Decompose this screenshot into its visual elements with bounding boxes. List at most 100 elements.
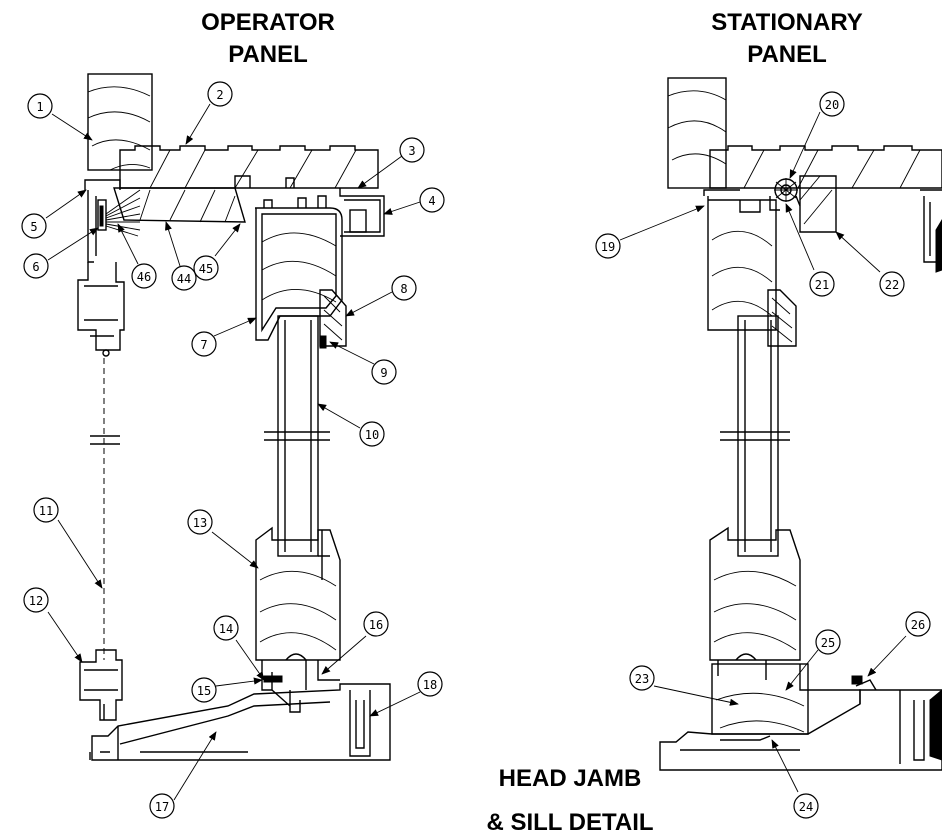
callout-circle [149, 793, 175, 819]
callout-16: 16 [363, 611, 389, 637]
callout-2: 2 [207, 81, 233, 107]
callout-22: 22 [879, 271, 905, 297]
callout-15: 15 [191, 677, 217, 703]
leader-lines [45, 103, 907, 801]
callout-1: 1 [27, 93, 53, 119]
callout-number: 2 [216, 88, 223, 102]
callout-21: 21 [809, 271, 835, 297]
callout-number: 18 [423, 678, 437, 692]
callout-circle [191, 331, 217, 357]
callout-circle [27, 93, 53, 119]
callout-45: 45 [193, 255, 219, 281]
callout-circle [193, 255, 219, 281]
callout-12: 12 [23, 587, 49, 613]
callout-number: 6 [32, 260, 39, 274]
callout-26: 26 [905, 611, 931, 637]
screen-frame-lower [79, 649, 123, 721]
stationary-title-line2: PANEL [747, 41, 827, 68]
callout-circle [207, 81, 233, 107]
callout-number: 46 [137, 270, 151, 284]
callout-number: 16 [369, 618, 383, 632]
callout-number: 45 [199, 262, 213, 276]
callout-circle [363, 611, 389, 637]
callout-5: 5 [21, 213, 47, 239]
callout-circle [809, 271, 835, 297]
callout-number: 12 [29, 594, 43, 608]
callout-number: 9 [380, 366, 387, 380]
callout-6: 6 [23, 253, 49, 279]
callout-number: 14 [219, 622, 233, 636]
detail-title-line1: HEAD JAMB [499, 765, 642, 792]
callout-circle [815, 629, 841, 655]
callout-46: 46 [131, 263, 157, 289]
head-clad-profile [234, 175, 385, 237]
callout-17: 17 [149, 793, 175, 819]
callout-number: 8 [400, 282, 407, 296]
callout-number: 11 [39, 504, 53, 518]
callout-9: 9 [371, 359, 397, 385]
stationary-glass [720, 315, 790, 557]
callout-number: 7 [200, 338, 207, 352]
callout-circle [131, 263, 157, 289]
head-block-stationary [799, 175, 837, 233]
operator-panel-section [77, 73, 391, 761]
callout-18: 18 [417, 671, 443, 697]
stationary-sill [659, 675, 942, 771]
callout-10: 10 [359, 421, 385, 447]
detail-title-line2: & SILL DETAIL [486, 809, 653, 836]
callout-number: 19 [601, 240, 615, 254]
callout-circle [819, 91, 845, 117]
operator-title-line1: OPERATOR [201, 9, 335, 36]
callout-circle [793, 793, 819, 819]
callout-circle [629, 665, 655, 691]
callout-13: 13 [187, 509, 213, 535]
screen-break-marks [90, 435, 120, 445]
callout-23: 23 [629, 665, 655, 691]
callout-number: 23 [635, 672, 649, 686]
callout-4: 4 [419, 187, 445, 213]
glazing-stop-stationary-upper [767, 289, 797, 347]
wall-stud-stationary [667, 77, 727, 189]
callout-circle [171, 265, 197, 291]
callout-circle [399, 137, 425, 163]
callout-number: 26 [911, 618, 925, 632]
callout-circle [371, 359, 397, 385]
callout-24: 24 [793, 793, 819, 819]
callout-number: 13 [193, 516, 207, 530]
callout-25: 25 [815, 629, 841, 655]
callout-19: 19 [595, 233, 621, 259]
operator-sill [89, 683, 391, 761]
callout-number: 24 [799, 800, 813, 814]
sash-top-rail [255, 195, 343, 341]
exterior-clad-head [84, 179, 141, 263]
callout-number: 1 [36, 100, 43, 114]
sash-bottom-rail [255, 526, 341, 661]
callout-number: 25 [821, 636, 835, 650]
callout-number: 15 [197, 684, 211, 698]
callout-circle [391, 275, 417, 301]
callout-number: 21 [815, 278, 829, 292]
callout-44: 44 [171, 265, 197, 291]
callout-number: 17 [155, 800, 169, 814]
insulated-glass-unit [264, 315, 330, 557]
callout-number: 10 [365, 428, 379, 442]
callout-14: 14 [213, 615, 239, 641]
callout-circle [879, 271, 905, 297]
stationary-panel-section [659, 77, 942, 771]
callout-3: 3 [399, 137, 425, 163]
callout-circle [33, 497, 59, 523]
callout-circle [187, 509, 213, 535]
glazing-stop-upper [319, 289, 347, 349]
callout-circle [419, 187, 445, 213]
head-clad-stationary [703, 189, 777, 331]
callout-20: 20 [819, 91, 845, 117]
callout-circle [213, 615, 239, 641]
stationary-sill-block [711, 663, 861, 735]
stationary-title-line1: STATIONARY [711, 9, 863, 36]
rope-seal [769, 178, 801, 211]
callout-number: 20 [825, 98, 839, 112]
callout-circle [359, 421, 385, 447]
